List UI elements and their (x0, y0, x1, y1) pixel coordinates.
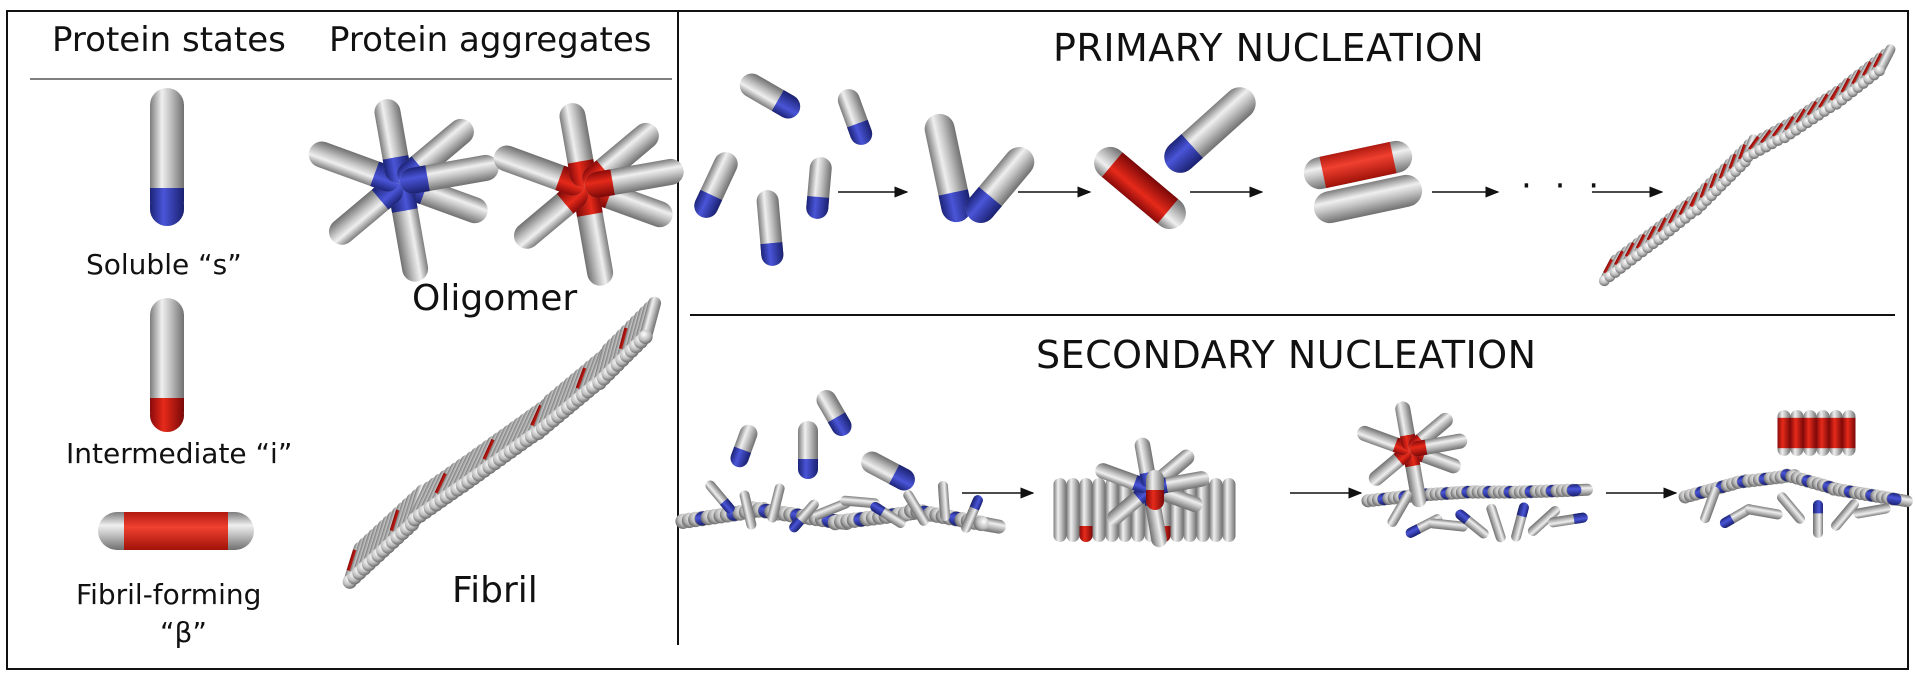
fibril-rod-icon (1066, 478, 1080, 542)
figure-frame (6, 10, 1909, 670)
secondary-nucleation-sequence (675, 390, 1913, 548)
attached-rod-icon (1455, 509, 1489, 539)
monomer-rod-icon (816, 390, 852, 436)
intermediate-rod-icon (150, 298, 184, 432)
released-beta-rod-icon (1790, 410, 1804, 456)
attached-rod-icon (767, 483, 785, 523)
released-beta-rod-icon (1777, 410, 1791, 456)
fibril-forming-rod-icon (98, 512, 254, 550)
beta-pair-icon (1303, 140, 1413, 190)
attached-rod-icon (1548, 512, 1588, 528)
monomer-rod-icon (806, 157, 832, 219)
attached-rod-icon (1486, 503, 1506, 543)
fibril-rod-icon (1209, 478, 1223, 542)
attached-rod-icon (961, 495, 983, 533)
attached-rod-icon (1853, 503, 1891, 519)
attached-rod-icon (739, 490, 757, 530)
label-fibril-forming: Fibril-forming (76, 578, 262, 611)
released-beta-rod-icon (1816, 410, 1830, 456)
fibril-rod-icon (1222, 478, 1236, 542)
monomer-rod-icon (861, 451, 915, 491)
oligomer-arm-icon (1409, 433, 1468, 457)
dimer-rod-icon (965, 147, 1035, 223)
attached-rod-icon (1831, 499, 1859, 531)
oligomer-red-icon (493, 103, 684, 286)
label-oligomer: Oligomer (412, 278, 578, 319)
oligomer-arm-icon (584, 158, 684, 198)
attached-rod-icon (1745, 504, 1783, 520)
primary-nucleation-sequence (694, 44, 1896, 287)
attached-rod-icon (870, 502, 906, 528)
title-secondary-nucleation: SECONDARY NUCLEATION (1036, 333, 1537, 377)
beta-rod-nucleus-icon (1094, 146, 1186, 230)
attached-rod-icon (903, 490, 929, 526)
attached-rod-icon (1527, 505, 1561, 537)
label-soluble: Soluble “s” (86, 248, 242, 281)
released-beta-rod-icon (1829, 410, 1843, 456)
label-beta: “β” (160, 616, 207, 649)
attached-rod-icon (1511, 502, 1529, 542)
attached-rod-icon (1777, 492, 1805, 524)
soluble-rod-icon (150, 88, 184, 226)
attached-rod-icon (789, 499, 819, 533)
monomer-rod-icon (756, 190, 784, 266)
label-intermediate: Intermediate “i” (66, 437, 293, 470)
released-beta-rod-icon (1803, 410, 1817, 456)
beta-pair-icon (1313, 174, 1423, 224)
fibril-rod-icon (1092, 478, 1106, 542)
label-fibril: Fibril (452, 570, 538, 611)
attached-rod-icon (840, 495, 880, 509)
oligomer-red-core-icon (493, 103, 684, 286)
monomer-rod-icon (694, 152, 738, 218)
attached-rod-icon (1700, 486, 1720, 524)
attached-rod-icon (1813, 500, 1823, 538)
oligomer-blue-icon (308, 99, 499, 282)
fibril-left-chain-icon (342, 296, 662, 589)
dimer-rod-icon (924, 113, 972, 223)
primary-fibril-chain-icon (1598, 44, 1896, 287)
oligomer-core-icon (1146, 470, 1164, 510)
header-protein-aggregates: Protein aggregates (329, 20, 652, 60)
header-protein-states: Protein states (52, 20, 286, 60)
secondary-fibril-mid-icon (1361, 483, 1593, 508)
released-beta-rod-icon (1842, 410, 1856, 456)
fibril-rod-icon (1079, 478, 1093, 542)
attached-rod-icon (1428, 518, 1468, 532)
fibril-icon (342, 296, 662, 589)
monomer-rod-icon (730, 424, 758, 468)
attached-rod-icon (705, 480, 735, 514)
title-primary-nucleation: PRIMARY NUCLEATION (1053, 26, 1485, 70)
attached-rod-icon (1387, 491, 1413, 527)
fibril-rod-icon (1196, 478, 1210, 542)
monomer-rod-icon (1164, 87, 1256, 173)
primary-ellipsis: · · · (1521, 166, 1606, 206)
oligomer-arm-icon (399, 154, 499, 194)
secondary-fibril-end-icon (1678, 468, 1913, 508)
attached-rod-icon (937, 481, 951, 521)
monomer-rod-icon (837, 89, 873, 145)
oligomer-blue-core-icon (308, 99, 499, 282)
monomer-rod-icon (739, 73, 801, 119)
detached-oligomer-icon (1357, 401, 1468, 508)
fibril-rod-icon (1053, 478, 1067, 542)
monomer-rod-icon (798, 421, 818, 479)
